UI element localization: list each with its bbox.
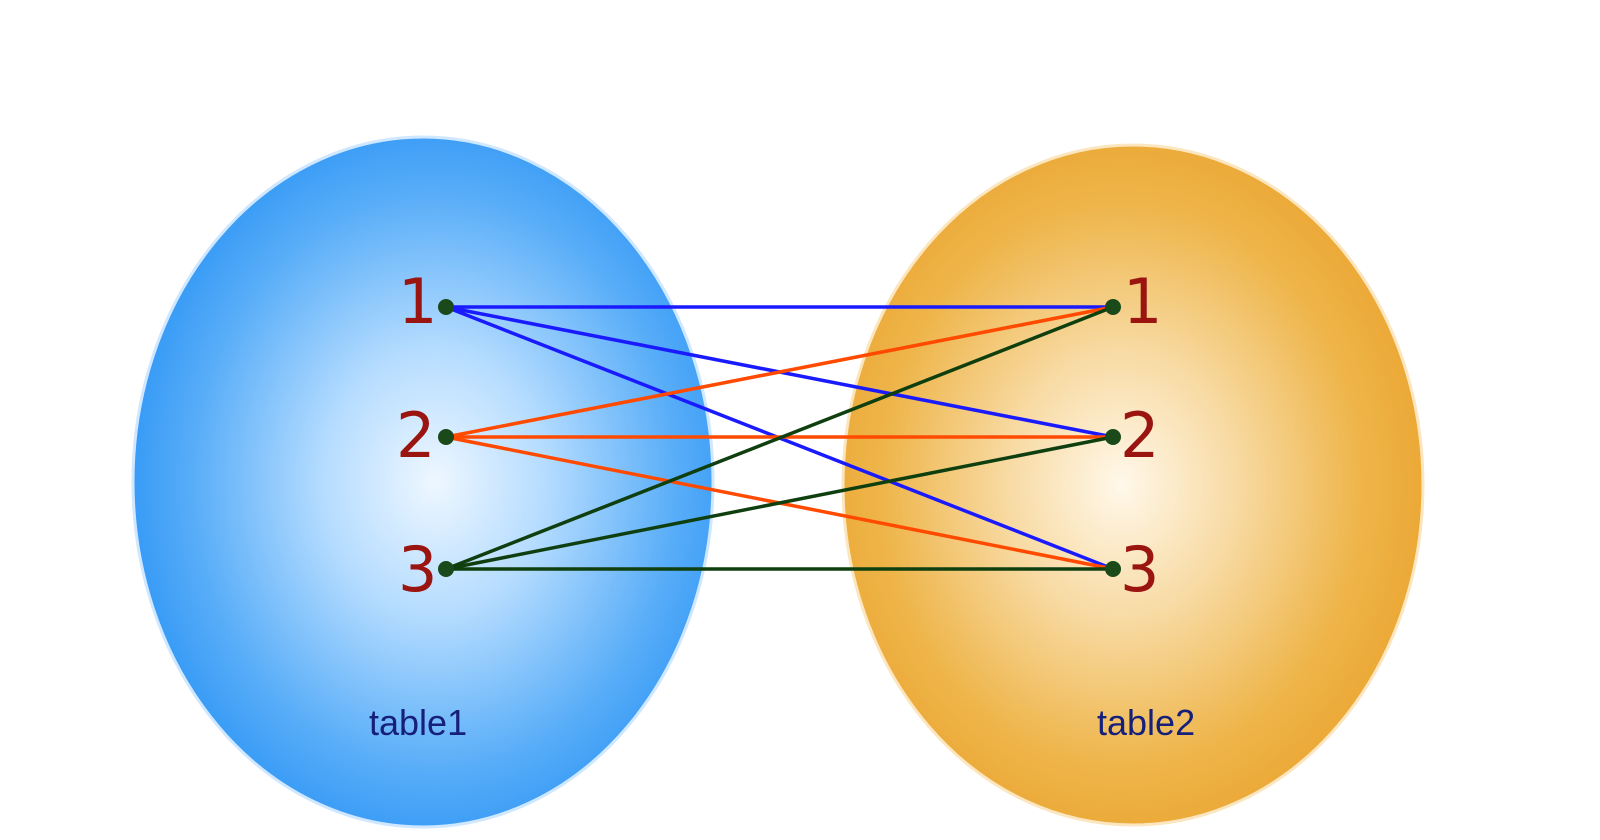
connection-line — [444, 305, 1115, 571]
right-row-number: 2 — [1120, 399, 1159, 472]
right-set-ellipse — [841, 143, 1425, 827]
connection-line — [444, 305, 1115, 439]
left-row-node — [438, 561, 454, 577]
left-row-node — [438, 429, 454, 445]
left-set-label: table1 — [369, 702, 467, 743]
left-row-node — [438, 299, 454, 315]
connections — [444, 305, 1115, 571]
right-row-node — [1105, 299, 1121, 315]
connection-line — [444, 435, 1115, 571]
right-row-node — [1105, 561, 1121, 577]
left-row-number: 3 — [398, 533, 437, 606]
right-set-label: table2 — [1097, 702, 1195, 743]
right-row-number: 1 — [1123, 265, 1162, 338]
left-row-number: 2 — [396, 399, 435, 472]
right-row-node — [1105, 429, 1121, 445]
left-row-number: 1 — [398, 265, 437, 338]
right-row-number: 3 — [1120, 533, 1159, 606]
row-nodes — [438, 299, 1121, 577]
left-set-ellipse — [131, 135, 715, 829]
